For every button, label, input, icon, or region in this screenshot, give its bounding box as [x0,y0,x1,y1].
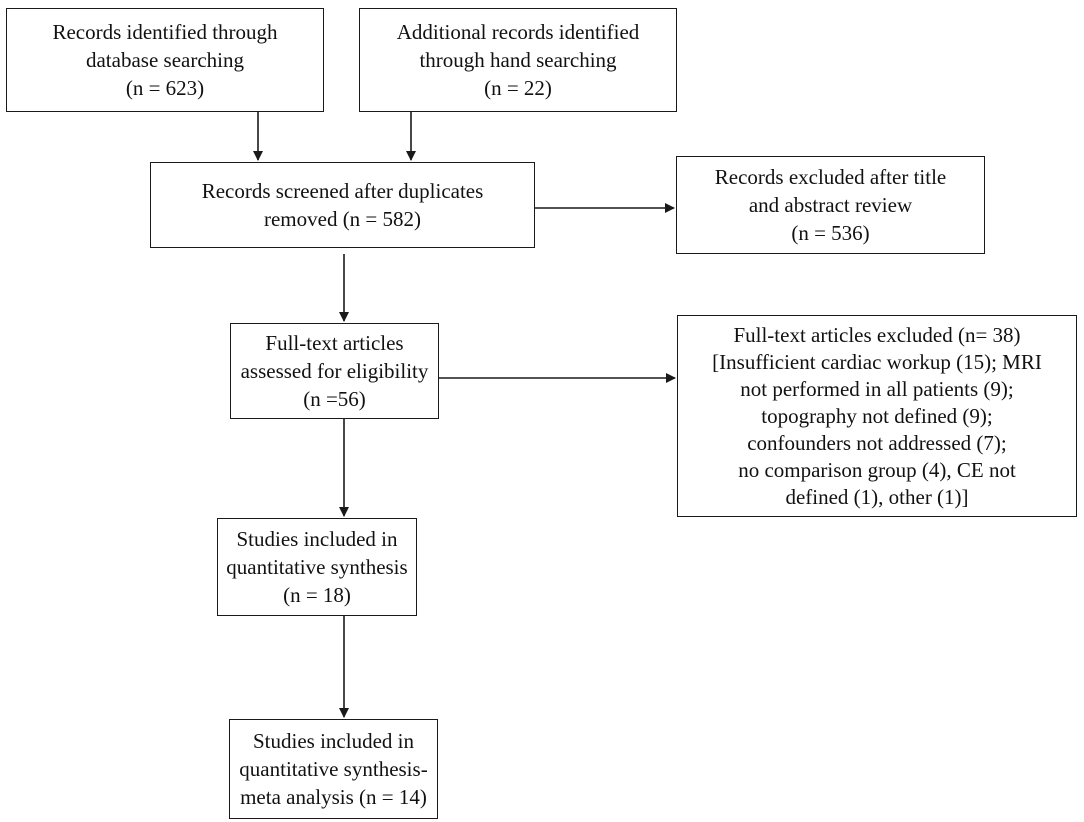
exclusion-reason-line: topography not defined (9); [761,403,993,428]
box-text-line: Full-text articles excluded (n= 38) [733,322,1021,347]
fulltext-assessed-box: Full-text articles assessed for eligibil… [230,323,439,419]
records-excluded-box: Records excluded after title and abstrac… [676,156,985,254]
box-text-line: and abstract review [748,193,913,217]
exclusion-reason-line: defined (1), other (1)] [785,484,969,509]
box-count: (n =56) [303,387,366,411]
records-identified-database-box: Records identified through database sear… [6,8,324,112]
box-count: (n = 536) [791,221,870,245]
box-text-line: Studies included in [253,729,414,753]
box-count: meta analysis (n = 14) [240,785,427,809]
exclusion-reason-line: confounders not addressed (7); [747,430,1007,455]
box-text-line: Records excluded after title [714,165,947,189]
box-text-line: assessed for eligibility [240,359,429,383]
box-count: (n = 623) [125,76,205,100]
box-count: removed (n = 582) [263,207,422,231]
box-text-line: database searching [85,48,244,72]
box-count: (n = 18) [283,583,351,607]
box-text-line: through hand searching [419,48,617,72]
box-text-line: Records screened after duplicates [201,179,484,203]
box-text-line: Additional records identified [396,20,640,44]
fulltext-excluded-box: Full-text articles excluded (n= 38) [Ins… [677,315,1077,517]
box-text-line: quantitative synthesis [226,555,408,579]
box-count: (n = 22) [484,76,552,100]
box-text-line: Studies included in [236,527,398,551]
studies-included-meta-analysis-box: Studies included in quantitative synthes… [229,719,438,819]
studies-included-synthesis-box: Studies included in quantitative synthes… [217,518,417,616]
box-text-line: Records identified through [52,20,278,44]
records-screened-box: Records screened after duplicates remove… [150,162,535,248]
exclusion-reason-line: no comparison group (4), CE not [738,457,1016,482]
exclusion-reason-line: not performed in all patients (9); [740,376,1014,401]
box-text-line: quantitative synthesis- [239,757,428,781]
exclusion-reason-line: [Insufficient cardiac workup (15); MRI [712,349,1042,374]
box-text-line: Full-text articles [265,331,404,355]
records-identified-hand-search-box: Additional records identified through ha… [359,8,677,112]
